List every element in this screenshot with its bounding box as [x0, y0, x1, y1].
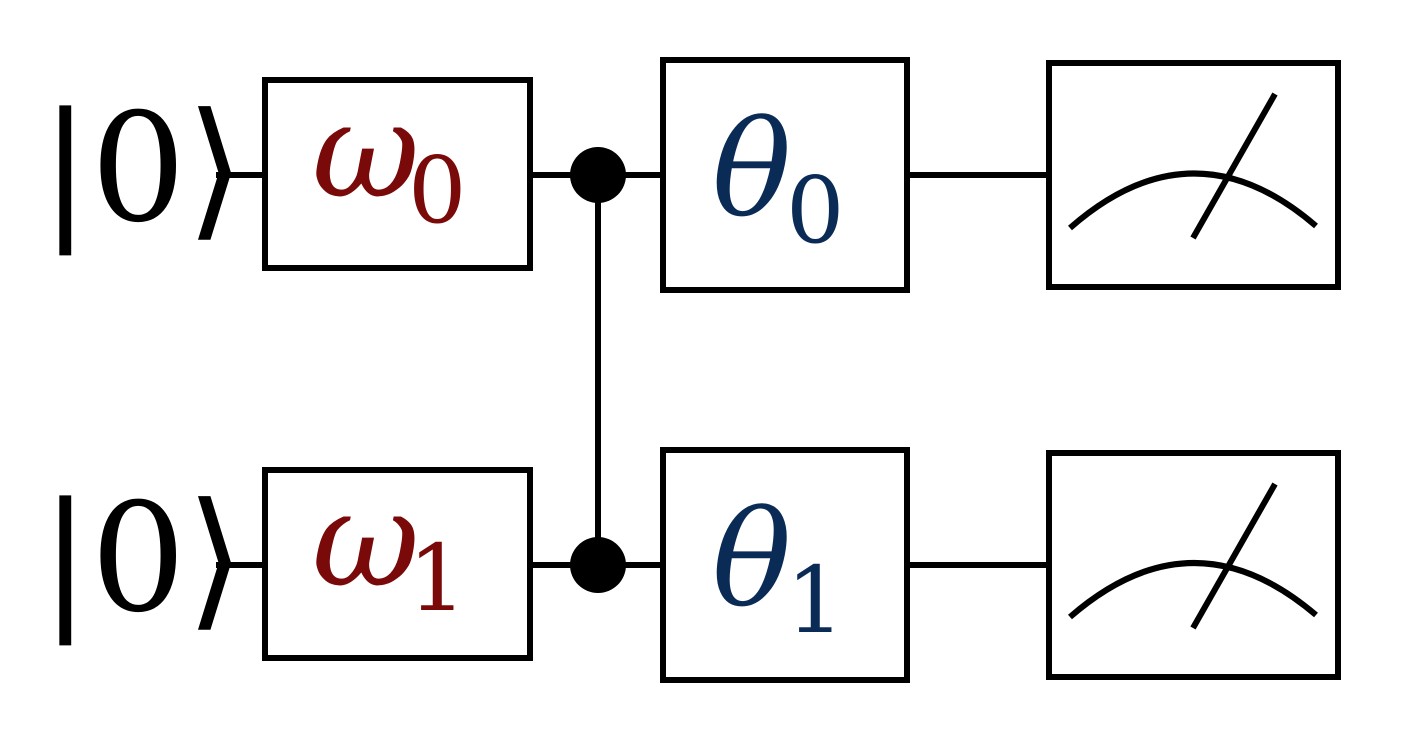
measurement-1 — [1046, 450, 1341, 680]
theta-symbol: θ — [712, 483, 791, 637]
ket-label: |0⟩ — [40, 82, 245, 256]
meter-icon — [1068, 92, 1318, 240]
qubit-1-init-state: |0⟩ — [40, 472, 245, 646]
omega-gate-0: ω 0 — [262, 74, 533, 271]
omega-gate-1: ω 1 — [262, 463, 533, 661]
theta-gate-0: θ 0 — [660, 57, 910, 293]
omega-symbol: ω — [312, 463, 420, 617]
theta-symbol: θ — [712, 93, 791, 247]
ket-label: |0⟩ — [40, 472, 245, 646]
qubit-0-init-state: |0⟩ — [40, 82, 245, 256]
control-dot-icon — [570, 147, 626, 203]
cz-gate — [570, 147, 626, 593]
theta-subscript: 0 — [786, 157, 845, 264]
theta-subscript: 1 — [786, 547, 845, 654]
measurement-0 — [1046, 60, 1341, 290]
omega-symbol: ω — [312, 74, 420, 228]
theta-gate-1: θ 1 — [660, 447, 910, 683]
omega-subscript: 1 — [408, 525, 467, 632]
meter-icon — [1068, 482, 1318, 630]
control-dot-icon — [570, 537, 626, 593]
omega-subscript: 0 — [408, 137, 467, 244]
